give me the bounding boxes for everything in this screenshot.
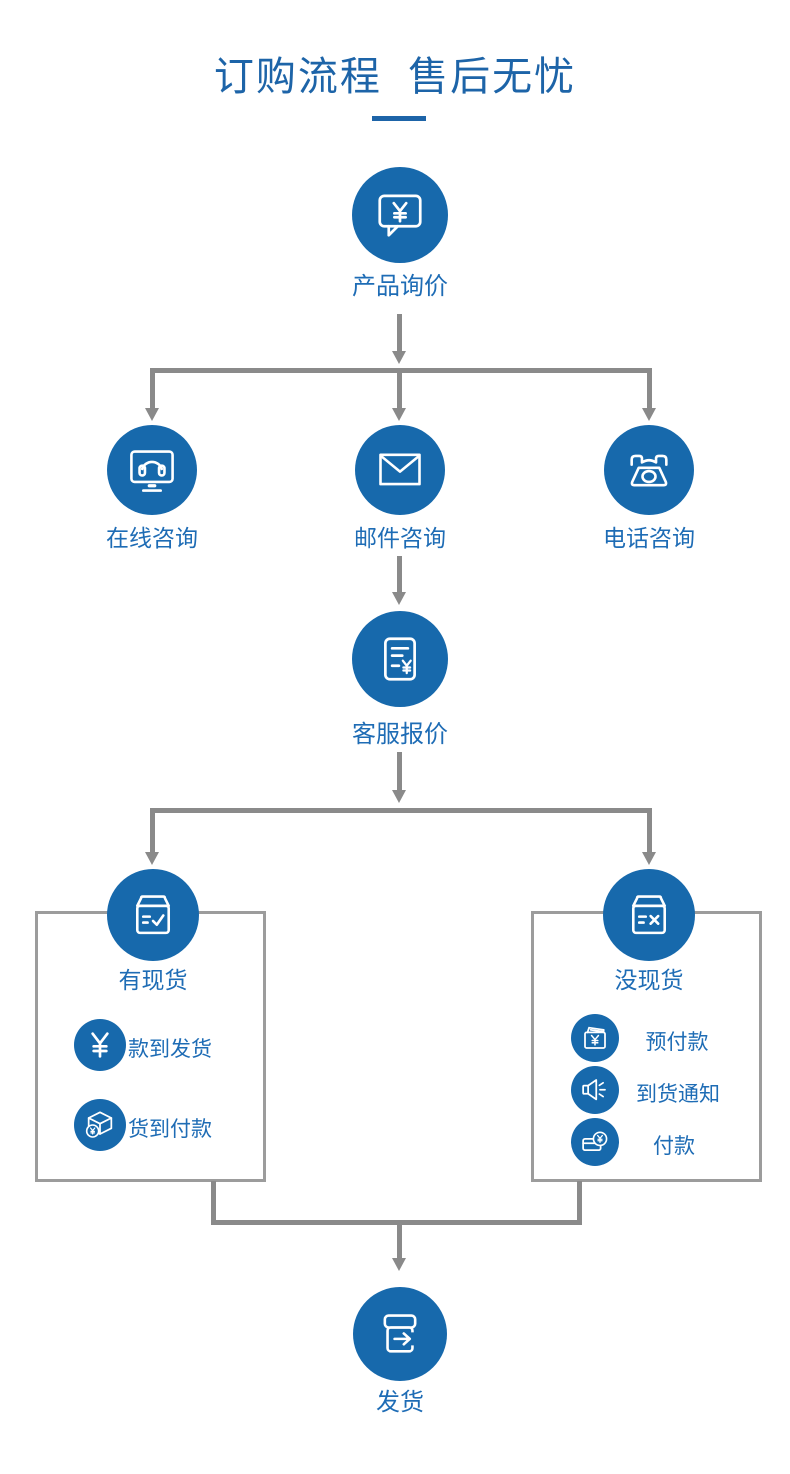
ship-box-icon [383, 1314, 417, 1353]
connector-line [211, 1181, 216, 1225]
label-pay-then-ship: 款到发货 [128, 1038, 212, 1061]
label-cash-on-delivery: 货到付款 [128, 1118, 212, 1141]
label-email-consult: 邮件咨询 [354, 525, 446, 551]
label-product-inquiry: 产品询价 [352, 273, 448, 300]
node-product-inquiry [352, 167, 448, 263]
item-cash-on-delivery [74, 1099, 126, 1151]
online-support-icon [130, 450, 174, 492]
box-check-icon [135, 895, 171, 935]
node-phone-consult [604, 425, 694, 515]
connector-line [150, 808, 155, 852]
node-out-of-stock [603, 869, 695, 961]
connector-line [150, 808, 652, 813]
wallet-yuan-icon [584, 1026, 606, 1049]
label-arrival-notice: 到货通知 [636, 1083, 720, 1106]
label-prepayment: 预付款 [645, 1031, 709, 1054]
arrow-down-icon [392, 790, 406, 803]
label-in-stock: 有现货 [118, 967, 188, 993]
title-underline [372, 116, 426, 121]
connector-line [397, 1225, 402, 1258]
item-payment [571, 1118, 619, 1166]
node-service-quote [352, 611, 448, 707]
label-ship: 发货 [376, 1389, 424, 1416]
label-service-quote: 客服报价 [352, 721, 448, 748]
arrow-down-icon [145, 408, 159, 421]
connector-line [397, 556, 402, 592]
box-x-icon [631, 895, 667, 935]
connector-line [647, 808, 652, 852]
node-email-consult [355, 425, 445, 515]
speaker-icon [582, 1079, 606, 1101]
arrow-down-icon [392, 408, 406, 421]
node-in-stock [107, 869, 199, 961]
card-coin-icon [582, 1131, 608, 1151]
label-payment: 付款 [653, 1135, 695, 1158]
arrow-down-icon [392, 351, 406, 364]
yuan-icon [91, 1032, 109, 1058]
page-title: 订购流程 售后无忧 [213, 55, 577, 99]
item-prepayment [571, 1014, 619, 1062]
arrow-down-icon [145, 852, 159, 865]
connector-line [397, 314, 402, 351]
node-ship [353, 1287, 447, 1381]
connector-line [577, 1181, 582, 1225]
email-icon [379, 453, 421, 486]
telephone-icon [630, 454, 668, 487]
connector-line [211, 1220, 582, 1225]
connector-line [647, 368, 652, 408]
quotation-doc-icon [384, 637, 416, 681]
item-arrival-notice [571, 1066, 619, 1114]
connector-line [397, 368, 402, 408]
connector-line [397, 752, 402, 790]
node-online-consult [107, 425, 197, 515]
package-coin-icon [85, 1111, 113, 1138]
arrow-down-icon [642, 408, 656, 421]
label-out-of-stock: 没现货 [614, 967, 684, 993]
connector-line [150, 368, 155, 408]
label-online-consult: 在线咨询 [106, 525, 198, 551]
arrow-down-icon [642, 852, 656, 865]
arrow-down-icon [392, 1258, 406, 1271]
chat-yuan-icon [378, 194, 422, 237]
label-phone-consult: 电话咨询 [603, 525, 695, 551]
item-pay-then-ship [74, 1019, 126, 1071]
arrow-down-icon [392, 592, 406, 605]
